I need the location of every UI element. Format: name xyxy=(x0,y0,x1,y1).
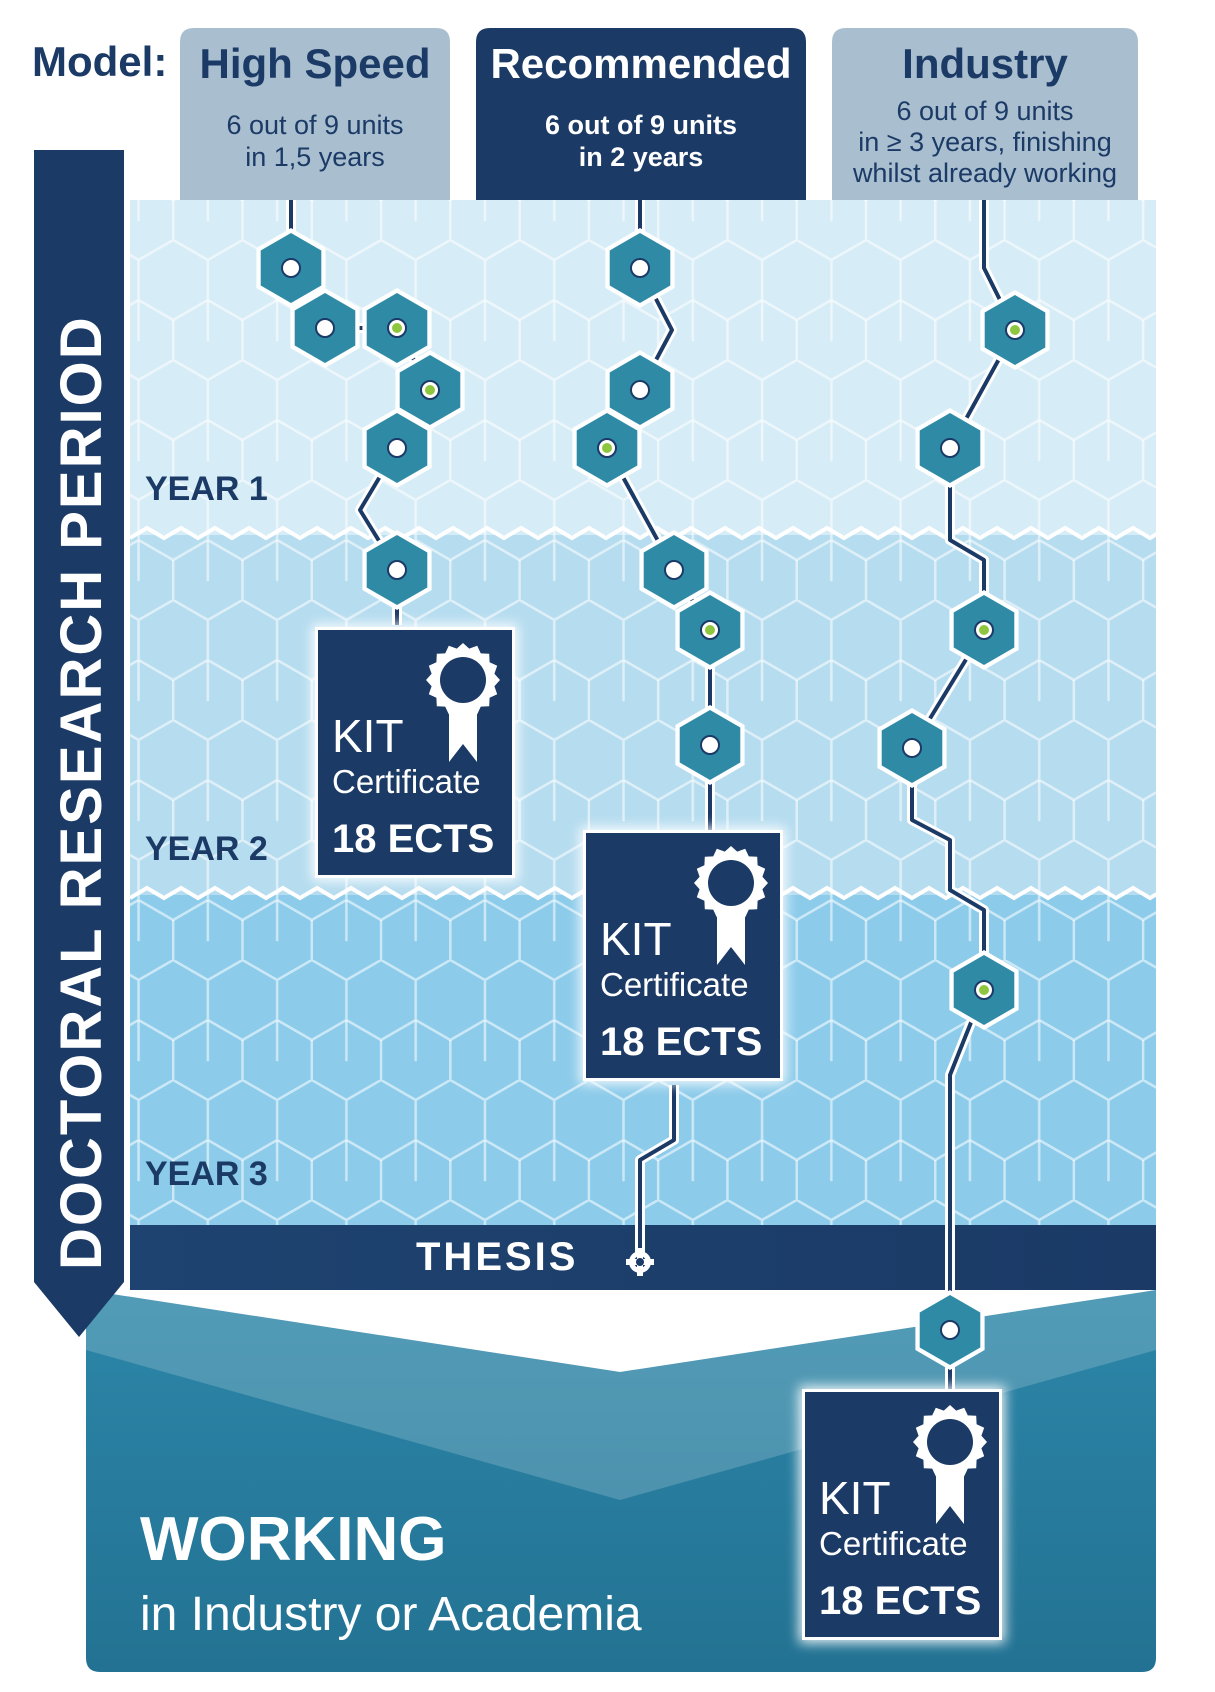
model-box-industry: Industry 6 out of 9 units in ≥ 3 years, … xyxy=(832,28,1138,200)
path-node-icon xyxy=(915,1290,985,1370)
model-desc-recommended-1: 6 out of 9 units xyxy=(545,110,737,140)
certificate-line2: Certificate xyxy=(332,763,481,800)
node-dot xyxy=(425,385,435,395)
ribbon xyxy=(936,1462,964,1524)
node-dot xyxy=(1010,325,1020,335)
model-desc-industry-2: in ≥ 3 years, finishing xyxy=(858,127,1111,157)
pointer-arrow-icon xyxy=(34,150,124,1337)
model-desc-high-speed-1: 6 out of 9 units xyxy=(226,110,403,140)
rosette-center xyxy=(708,860,754,906)
node-ring xyxy=(387,560,407,580)
path-node-icon xyxy=(362,288,432,368)
path-node-icon xyxy=(572,408,642,488)
model-desc-high-speed-2: in 1,5 years xyxy=(245,142,385,172)
ribbon xyxy=(449,700,477,762)
path-recommended-thesis xyxy=(635,1085,679,1262)
node-ring xyxy=(630,258,650,278)
header: Model: High Speed 6 out of 9 units in 1,… xyxy=(32,28,1138,200)
node-ring xyxy=(387,438,407,458)
year-divider-1 xyxy=(128,525,1215,541)
path-node-icon xyxy=(675,590,745,670)
certificate-line1: KIT xyxy=(332,710,404,762)
model-desc-industry-3: whilst already working xyxy=(852,158,1117,188)
node-ring xyxy=(315,318,335,338)
path-node-icon xyxy=(362,530,432,610)
node-ring xyxy=(940,1320,960,1340)
certificate-line2: Certificate xyxy=(819,1525,968,1562)
model-label: Model: xyxy=(32,38,167,85)
path-node-icon xyxy=(639,530,709,610)
certificate-line3: 18 ECTS xyxy=(332,817,494,861)
ribbon xyxy=(717,903,745,965)
rosette-center xyxy=(440,657,486,703)
path-recommended xyxy=(572,200,745,830)
certificate-line1: KIT xyxy=(600,913,672,965)
path-node-icon xyxy=(395,350,465,430)
model-box-recommended: Recommended 6 out of 9 units in 2 years xyxy=(476,28,806,200)
path-node-icon xyxy=(605,228,675,308)
node-ring xyxy=(630,380,650,400)
path-node-icon xyxy=(362,408,432,488)
rosette-center xyxy=(927,1419,973,1465)
node-ring xyxy=(700,735,720,755)
year-label-2: YEAR 2 xyxy=(145,830,268,868)
certificate-line3: 18 ECTS xyxy=(819,1579,981,1623)
year-label-1: YEAR 1 xyxy=(145,470,268,508)
node-ring xyxy=(664,560,684,580)
node-ring xyxy=(940,438,960,458)
node-dot xyxy=(705,625,715,635)
path-industry xyxy=(877,200,1050,1395)
thesis-label: THESIS xyxy=(416,1235,578,1279)
path-node-icon xyxy=(980,290,1050,370)
thesis-target-icon xyxy=(626,1248,654,1276)
node-ring xyxy=(902,738,922,758)
node-dot xyxy=(602,443,612,453)
path-high-speed xyxy=(256,200,465,625)
path-node-icon xyxy=(949,590,1019,670)
model-paths xyxy=(256,200,1050,1395)
model-title-high-speed: High Speed xyxy=(199,40,430,87)
period-label: DOCTORAL RESEARCH PERIOD xyxy=(49,315,114,1270)
model-desc-recommended-2: in 2 years xyxy=(579,142,704,172)
rosette-award-icon xyxy=(426,643,500,762)
working-subtitle: in Industry or Academia xyxy=(140,1588,642,1641)
path-node-icon xyxy=(256,228,326,308)
path-node-icon xyxy=(949,950,1019,1030)
path-node-icon xyxy=(675,705,745,785)
path-node-icon xyxy=(877,708,947,788)
model-desc-industry-1: 6 out of 9 units xyxy=(896,96,1073,126)
model-title-industry: Industry xyxy=(902,40,1068,87)
doctoral-period-arrow: DOCTORAL RESEARCH PERIOD xyxy=(34,150,124,1337)
path-node-icon xyxy=(605,350,675,430)
rosette-award-icon xyxy=(913,1405,987,1524)
rosette-award-icon xyxy=(694,846,768,965)
certificate-line2: Certificate xyxy=(600,966,749,1003)
working-title: WORKING xyxy=(140,1505,447,1574)
model-box-high-speed: High Speed 6 out of 9 units in 1,5 years xyxy=(180,28,450,200)
path-line xyxy=(638,1085,676,1262)
year-label-3: YEAR 3 xyxy=(145,1155,268,1193)
node-dot xyxy=(979,985,989,995)
path-node-icon xyxy=(915,408,985,488)
node-dot xyxy=(392,323,402,333)
certificate-line1: KIT xyxy=(819,1472,891,1524)
path-node-icon xyxy=(290,288,360,368)
node-ring xyxy=(281,258,301,278)
model-title-recommended: Recommended xyxy=(490,40,791,87)
node-dot xyxy=(979,625,989,635)
target-center xyxy=(636,1258,644,1266)
certificate-line3: 18 ECTS xyxy=(600,1020,762,1064)
